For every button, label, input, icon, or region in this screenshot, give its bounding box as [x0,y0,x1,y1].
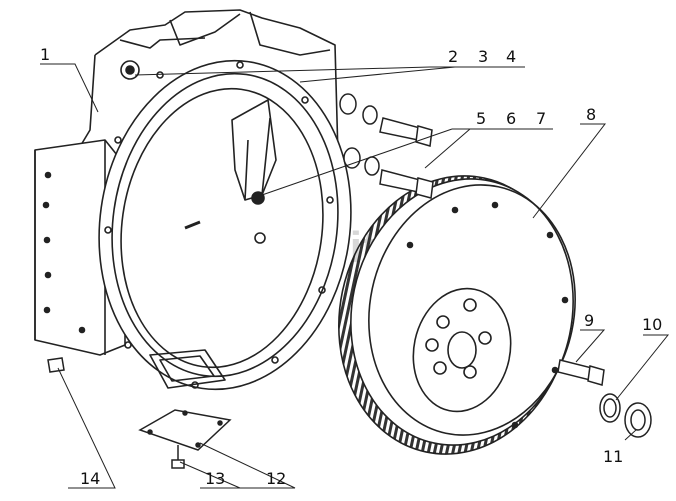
callout-4: 4 [506,47,516,66]
leader-lines [40,63,670,489]
callout-5: 5 [476,109,486,128]
callout-1: 1 [40,45,50,64]
callout-9: 9 [584,311,594,330]
fasteners [47,93,652,469]
callout-12: 12 [266,469,286,488]
callout-13: 13 [205,469,225,488]
callout-2: 2 [448,47,458,66]
flywheel-housing [34,9,352,391]
callout-10: 10 [642,315,662,334]
callout-6: 6 [506,109,516,128]
callout-3: 3 [478,47,488,66]
callout-14: 14 [80,469,100,488]
callout-8: 8 [586,105,596,124]
flywheel [338,175,576,455]
callout-7: 7 [536,109,546,128]
bolt-head-icon [251,191,265,205]
callout-labels: 1 2 3 4 5 6 7 8 9 10 11 12 13 14 [40,45,662,488]
callout-11: 11 [603,447,623,466]
